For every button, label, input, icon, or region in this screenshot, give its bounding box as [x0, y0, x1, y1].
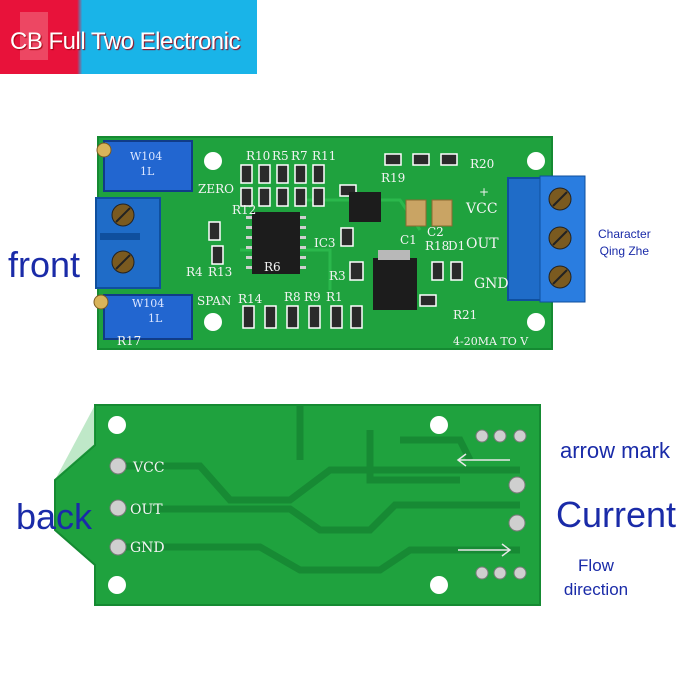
silk-pot-bottom-sub: 1L [148, 312, 163, 325]
silk-back-gnd: GND [130, 540, 165, 556]
silk-r20: R20 [470, 157, 494, 171]
label-back: back [16, 496, 93, 537]
label-character-line1: Character [598, 227, 651, 241]
silk-pot-bottom: W104 [132, 297, 164, 310]
silk-r5: R5 [272, 149, 289, 163]
label-arrow-mark: arrow mark [560, 438, 671, 463]
silk-span: SPAN [197, 294, 231, 308]
silk-r3: R3 [329, 269, 346, 283]
silk-plus: + [479, 185, 489, 199]
silk-d1: D1 [448, 239, 465, 253]
silk-r9: R9 [304, 290, 321, 304]
silk-gnd: GND [474, 276, 509, 292]
silk-r8: R8 [284, 290, 301, 304]
silk-pot-top-sub: 1L [140, 165, 155, 178]
silk-r12: R12 [232, 203, 256, 217]
silk-r7: R7 [291, 149, 308, 163]
silk-out: OUT [466, 236, 499, 252]
front-pcb: R10 R5 R7 R11 R20 R19 ZERO R12 IC3 C1 C2… [93, 136, 586, 350]
silk-r13: R13 [208, 265, 232, 279]
label-flow-line2: direction [563, 580, 629, 599]
silk-r6: R6 [264, 260, 281, 274]
silk-back-vcc: VCC [132, 460, 165, 476]
silk-r14: R14 [238, 292, 263, 306]
label-character-line2: Qing Zhe [599, 244, 650, 258]
label-flow-line1: Flow [578, 556, 614, 575]
silk-r4: R4 [186, 265, 203, 279]
label-front: front [8, 244, 81, 285]
silk-r11: R11 [312, 149, 336, 163]
silk-c1: C1 [400, 233, 417, 247]
silk-r17: R17 [117, 334, 141, 348]
silk-r1: R1 [326, 290, 343, 304]
label-character: Character Qing Zhe [598, 226, 651, 260]
label-current: Current [556, 494, 677, 535]
silk-r10: R10 [246, 149, 270, 163]
silk-vcc: VCC [465, 201, 498, 217]
silk-zero: ZERO [198, 182, 234, 196]
silk-pot-top: W104 [130, 150, 162, 163]
banner-title: CB Full Two Electronic [10, 28, 240, 55]
banner-background [0, 0, 257, 74]
silk-c2: C2 [427, 225, 444, 239]
silk-back-out: OUT [130, 502, 163, 518]
silk-r18: R18 [425, 239, 449, 253]
back-pcb: VCC OUT GND [54, 404, 541, 606]
silk-ic3: IC3 [314, 236, 336, 250]
silk-r21: R21 [453, 308, 477, 322]
silk-r19: R19 [381, 171, 405, 185]
silk-title: 4-20MA TO V [453, 335, 529, 348]
label-flow-direction: Flow direction [560, 554, 632, 602]
